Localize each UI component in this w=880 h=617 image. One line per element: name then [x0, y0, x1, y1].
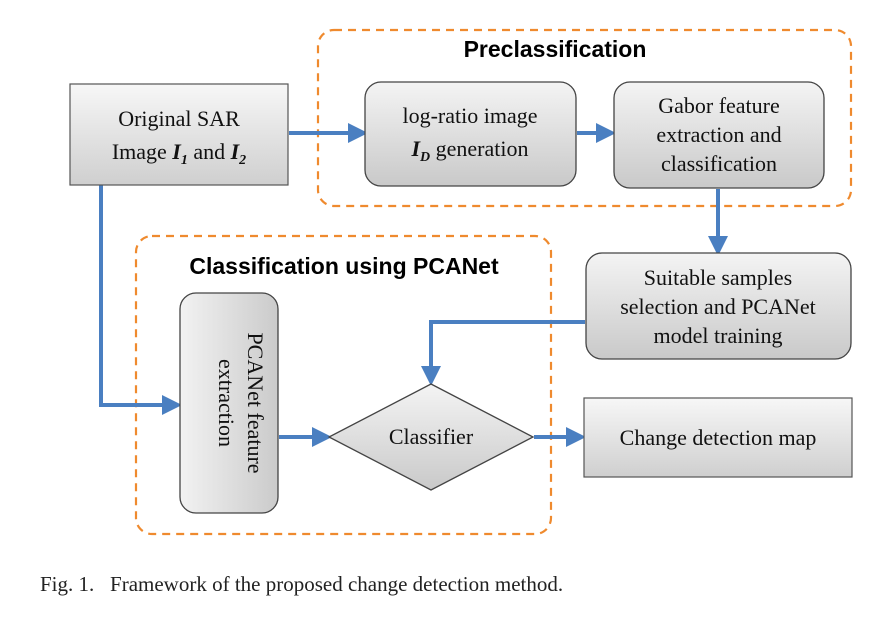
samples-line3: model training — [654, 323, 783, 348]
classifier-label: Classifier — [389, 424, 474, 449]
node-original-sar-image: Original SAR Image I1 and I2 — [69, 83, 289, 186]
caption-label: Fig. 1. — [40, 572, 95, 596]
figure-caption: Fig. 1. Framework of the proposed change… — [40, 572, 563, 597]
classification-title: Classification using PCANet — [189, 253, 499, 279]
pcanet-line2: extraction — [214, 359, 239, 447]
log-ratio-line1: log-ratio image — [402, 103, 537, 128]
arrow-sar-to-pcanet — [99, 185, 182, 415]
samples-line1: Suitable samples — [644, 265, 792, 290]
pcanet-line1: PCANet feature — [243, 332, 268, 473]
gabor-line1: Gabor feature — [658, 93, 780, 118]
node-log-ratio-generation: log-ratio image ID generation — [364, 81, 577, 187]
arrow-samples-to-classifier — [421, 320, 585, 386]
sar-image-line1: Original SAR — [118, 106, 240, 131]
caption-text: Framework of the proposed change detecti… — [110, 572, 564, 596]
change-map-label: Change detection map — [620, 425, 817, 450]
samples-line2: selection and PCANet — [620, 294, 816, 319]
gabor-line2: extraction and — [656, 122, 781, 147]
sar-image-line2: Image I1 and I2 — [112, 139, 246, 168]
connectors — [99, 123, 728, 447]
node-change-detection-map: Change detection map — [583, 397, 853, 478]
preclassification-group — [316, 28, 853, 208]
node-samples-selection-training: Suitable samples selection and PCANet mo… — [585, 252, 852, 360]
classification-group — [134, 234, 553, 536]
gabor-line3: classification — [661, 151, 777, 176]
log-ratio-line2: ID generation — [410, 136, 528, 165]
preclassification-title: Preclassification — [464, 36, 647, 62]
node-classifier: Classifier — [327, 383, 535, 491]
node-pcanet-feature-extraction: PCANet feature extraction — [179, 292, 279, 514]
flowchart-diagram: Preclassification Classification using P… — [69, 28, 853, 536]
node-gabor-feature-extraction: Gabor feature extraction and classificat… — [613, 81, 825, 189]
